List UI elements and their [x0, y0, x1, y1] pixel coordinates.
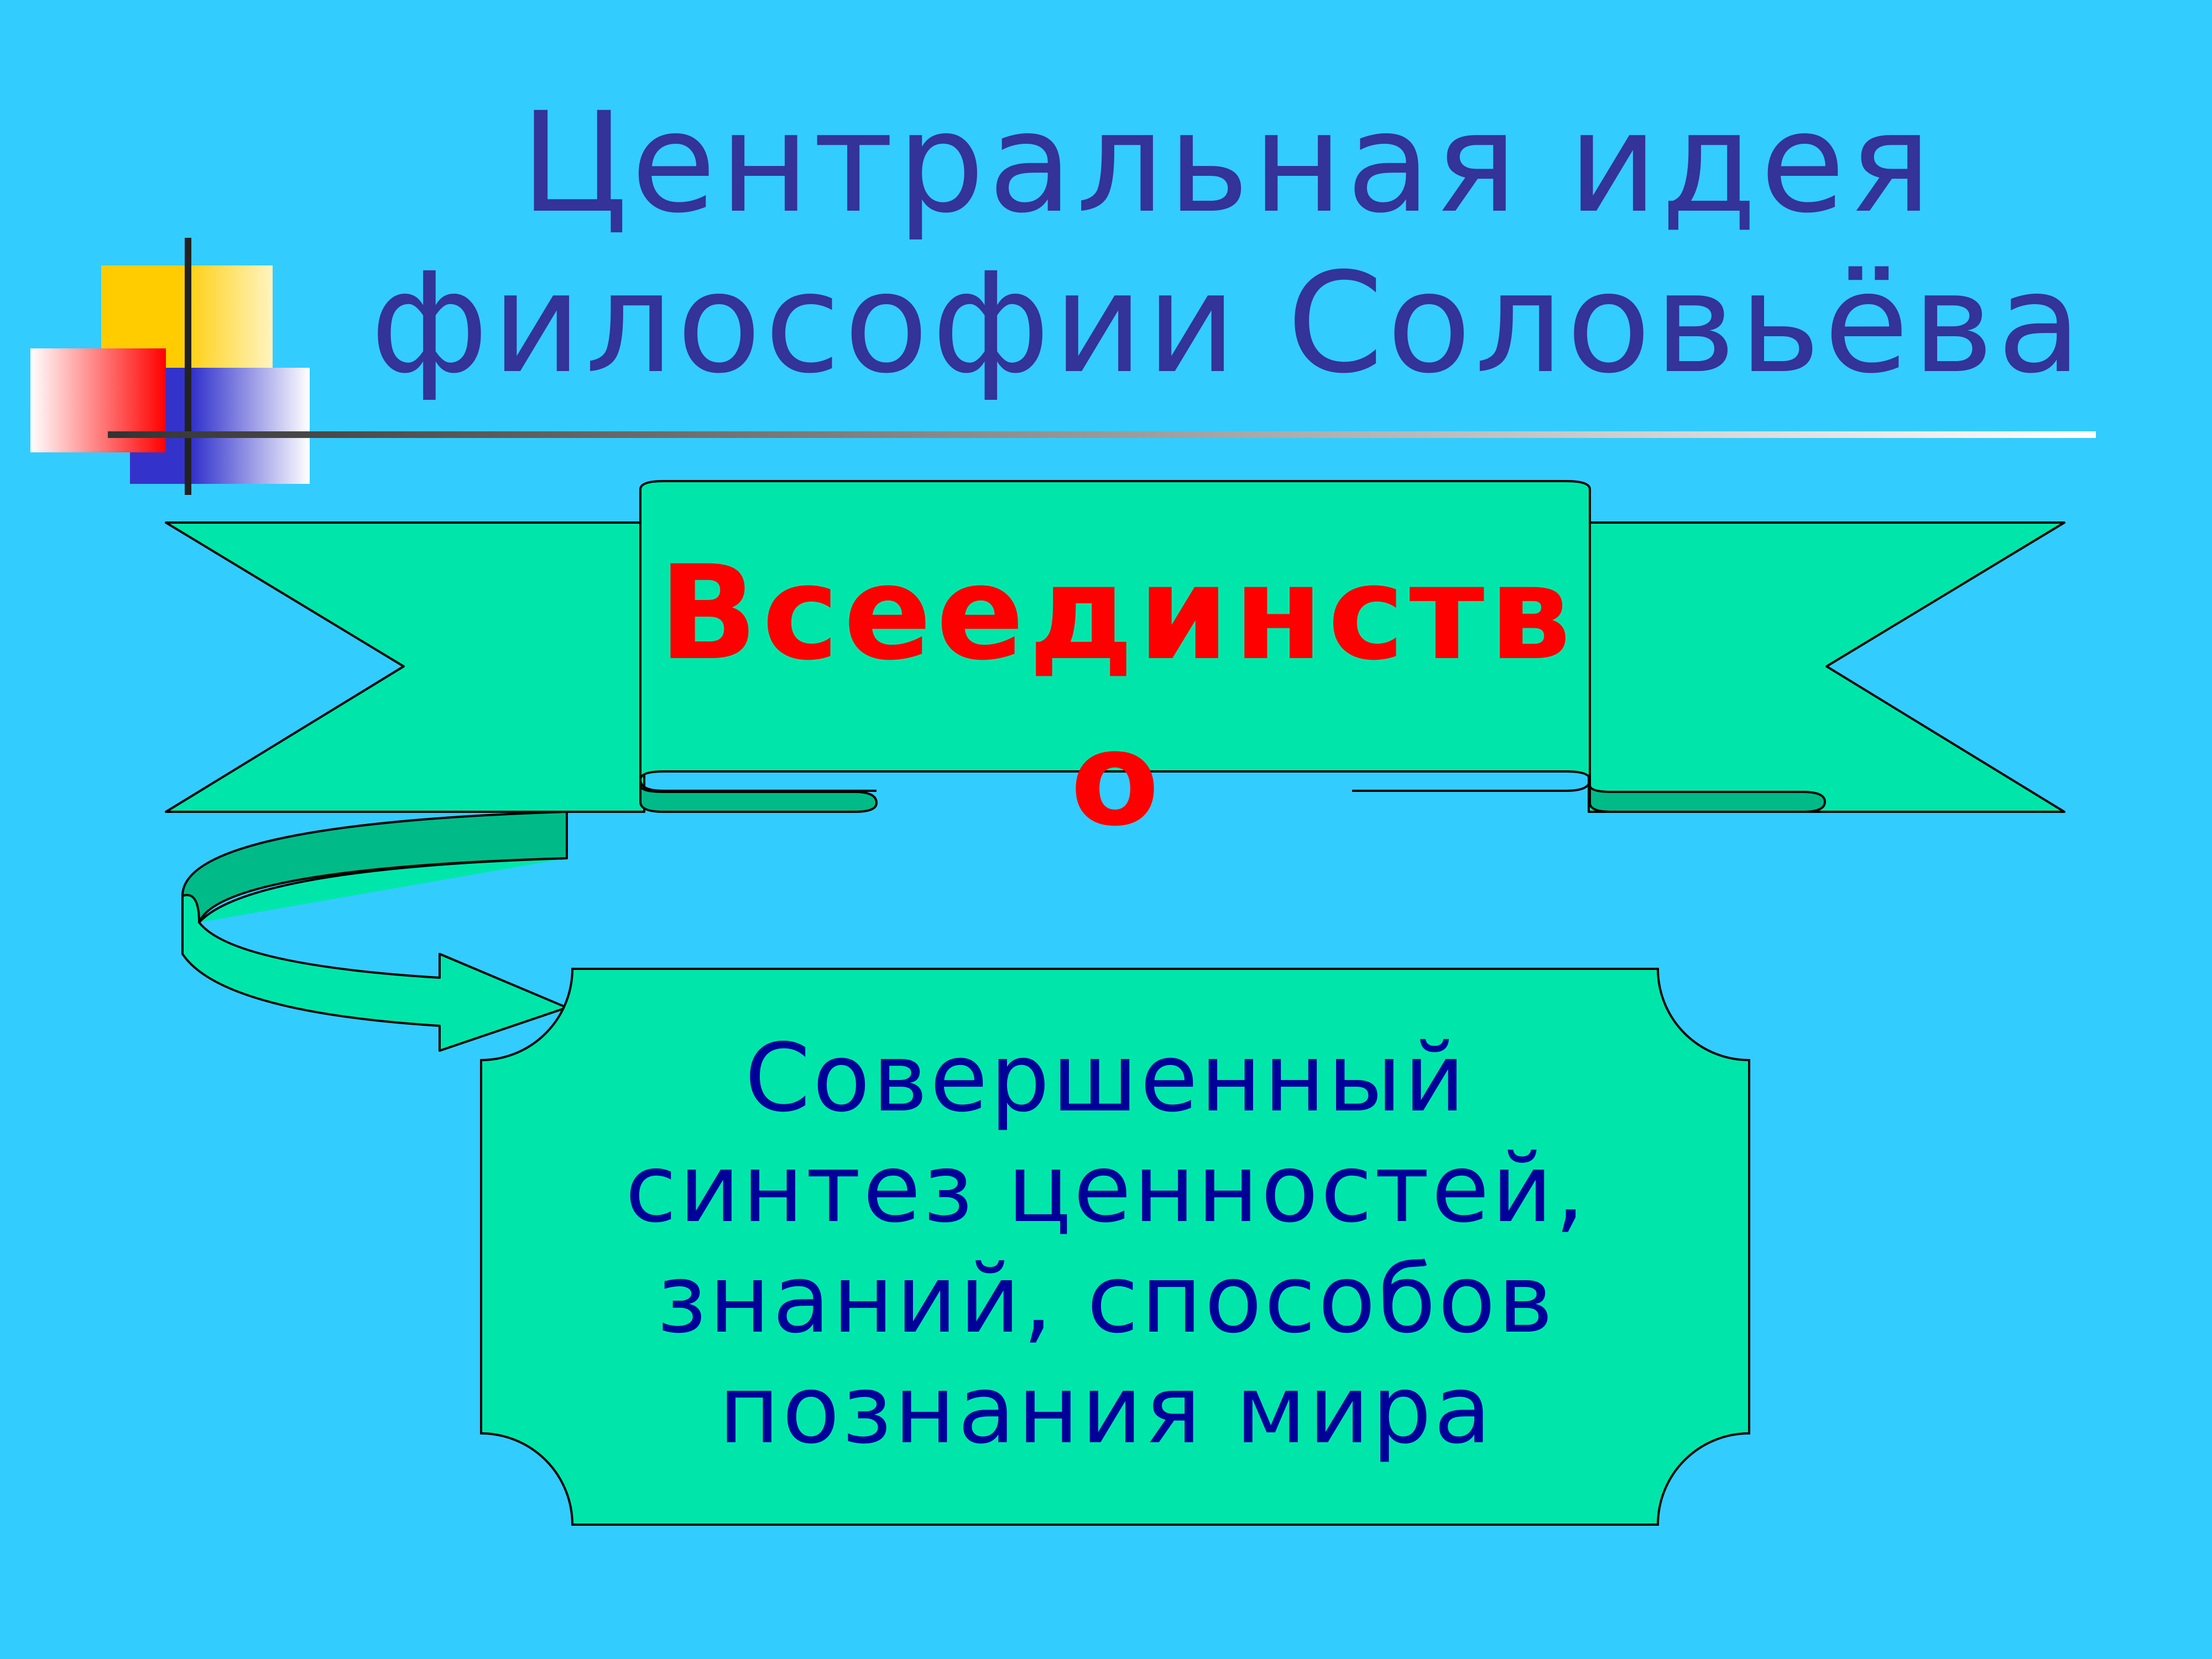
- ribbon-banner: [165, 480, 2065, 813]
- decorative-squares-icon: [30, 238, 310, 495]
- banner-label: Всеединство: [658, 538, 1576, 855]
- slide-title: Центральная идея философии Соловьёва: [354, 83, 2101, 404]
- box-text: Совершенный синтез ценностей, знаний, сп…: [531, 1023, 1681, 1465]
- scroll-box: [480, 968, 1750, 1526]
- box-line-3: знаний, способов: [656, 1245, 1556, 1354]
- box-line-2: синтез ценностей,: [625, 1134, 1587, 1244]
- box-line-4: познания мира: [718, 1355, 1494, 1465]
- curved-arrow-icon: [181, 811, 568, 1052]
- box-line-1: Совершенный: [744, 1024, 1468, 1133]
- title-line-2: философии Соловьёва: [370, 243, 2085, 404]
- title-line-1: Центральная идея: [520, 82, 1936, 243]
- title-underline: [108, 431, 2096, 438]
